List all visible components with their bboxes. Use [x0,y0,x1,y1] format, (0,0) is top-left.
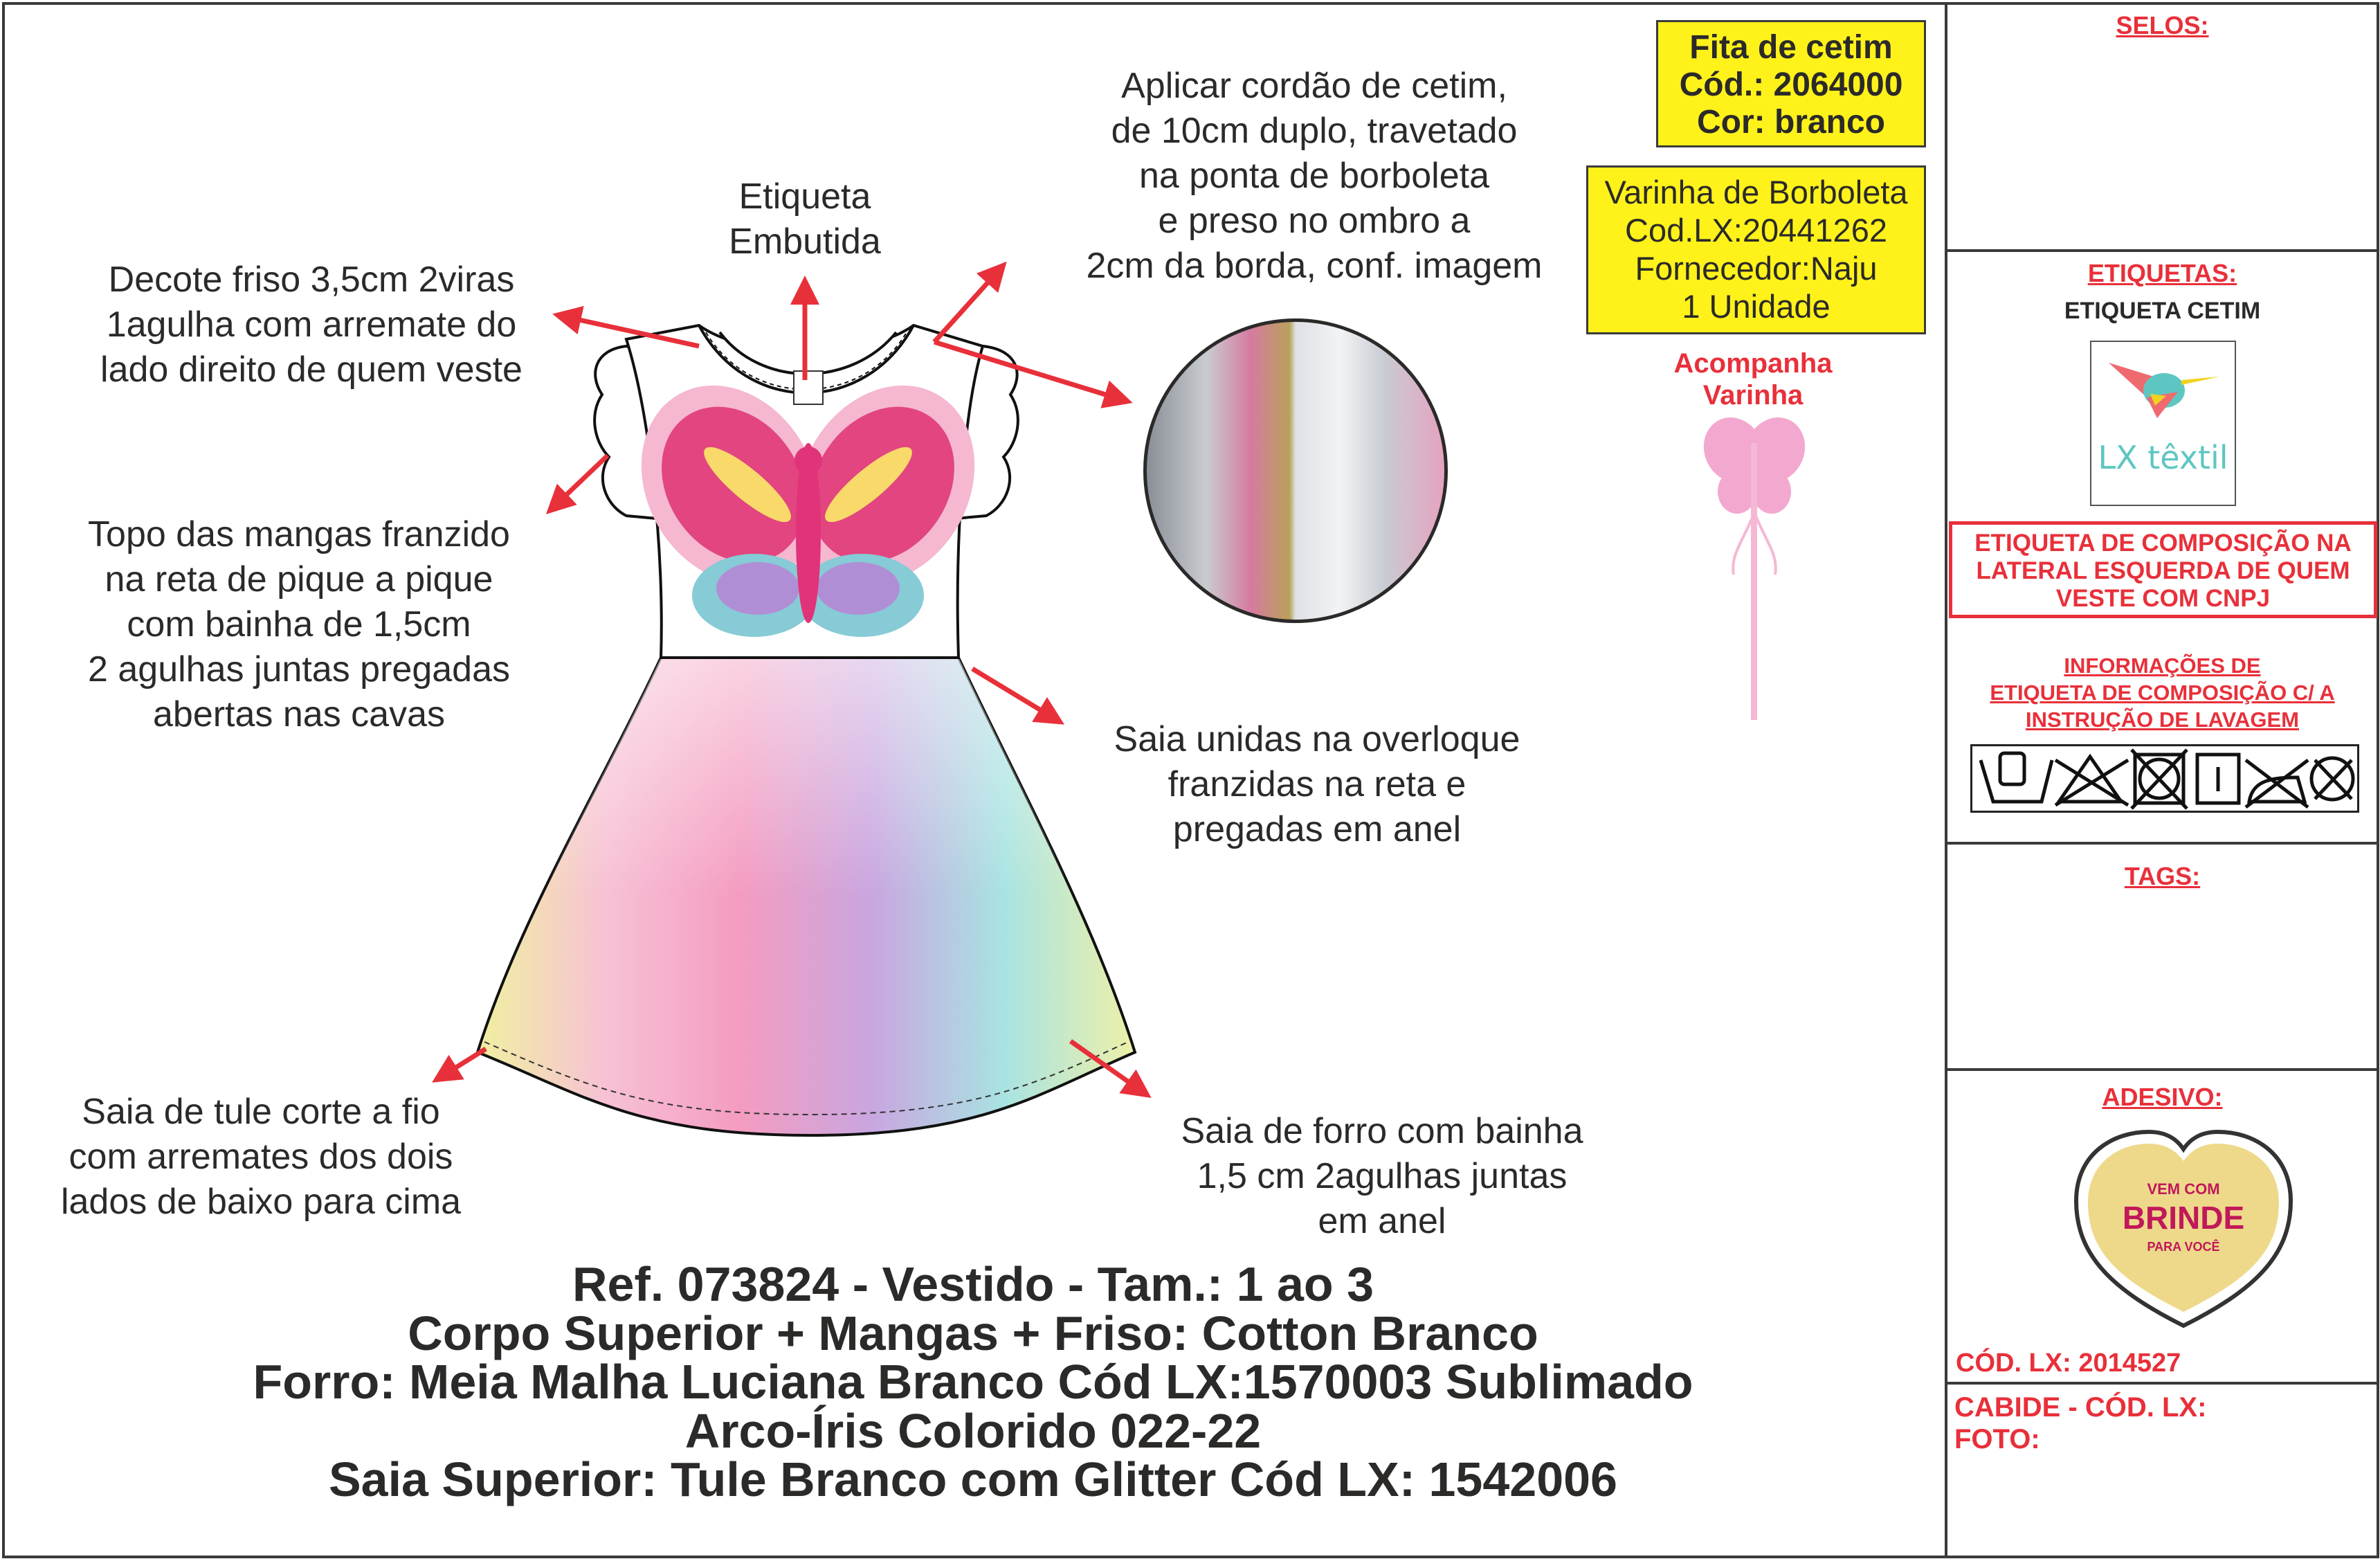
no-iron-icon [2244,759,2309,809]
text-line: na reta de pique a pique [105,559,493,600]
text-line: 1,5 cm 2agulhas juntas [1197,1156,1568,1196]
no-bleach-icon [2054,753,2129,807]
divider [1945,249,2377,252]
text-line: Cor: branco [1696,104,1885,141]
right-panel-divider [1945,2,1947,1558]
annotation-saia-unidas: Saia unidas na overloque franzidas na re… [1114,717,1520,852]
neck-label [793,370,824,405]
no-tumble-dry-icon [2130,748,2188,810]
text-line: franzidas na reta e [1168,764,1466,804]
cabide-label: CABIDE - CÓD. LX: [1954,1392,2207,1423]
butterfly-print [641,385,975,637]
text-line: Cod.LX:20441262 [1625,212,1887,249]
text-line: com bainha de 1,5cm [127,604,471,645]
fita-cetim-box: Fita de cetim Cód.: 2064000 Cor: branco [1656,20,1926,147]
text-line: 2 agulhas juntas pregadas [87,649,511,690]
sticker-text: PARA VOCÊ [2147,1239,2219,1254]
product-title-block: Ref. 073824 - Vestido - Tam.: 1 ao 3 Cor… [0,1260,1946,1504]
text-line: e preso no ombro a [1158,201,1471,241]
title-line: Saia Superior: Tule Branco com Glitter C… [328,1452,1617,1506]
text-line: lados de baixo para cima [60,1182,462,1222]
text-line: de 10cm duplo, travetado [1111,111,1518,151]
text-line: Aplicar cordão de cetim, [1121,66,1507,106]
text-line: 1agulha com arremate do [106,305,517,345]
text-line: Etiqueta [738,177,871,217]
sticker-text: VEM COM [2147,1180,2219,1198]
text-line: Decote friso 3,5cm 2viras [108,260,515,300]
text-line: Varinha de Borboleta [1604,174,1908,210]
butterfly-wand-illustration [1703,417,1806,720]
no-dry-clean-icon [2309,756,2355,802]
text-line: Cód.: 2064000 [1679,66,1903,103]
text-line: Saia de forro com bainha [1181,1111,1583,1151]
text-line: 1 Unidade [1682,288,1831,325]
title-line: Ref. 073824 - Vestido - Tam.: 1 ao 3 [572,1257,1374,1311]
text-line: ETIQUETA DE COMPOSIÇÃO NA [1974,530,2352,557]
sticker-text: BRINDE [2123,1200,2244,1236]
text-line: INFORMAÇÕES DE [2064,654,2261,678]
text-line: com arremates dos dois [69,1137,453,1177]
annotation-saia-forro: Saia de forro com bainha 1,5 cm 2agulhas… [1181,1109,1583,1244]
composicao-notice: ETIQUETA DE COMPOSIÇÃO NA LATERAL ESQUER… [1949,521,2377,618]
text-line: Saia de tule corte a fio [82,1092,440,1132]
varinha-box: Varinha de Borboleta Cod.LX:20441262 For… [1586,165,1926,334]
title-line: Forro: Meia Malha Luciana Branco Cód LX:… [253,1355,1693,1409]
divider [1945,842,2377,845]
brinde-heart-sticker: VEM COM BRINDE PARA VOCÊ [2073,1129,2293,1328]
foto-label: FOTO: [1954,1424,2040,1454]
text-line: Acompanha [1673,348,1833,379]
etiqueta-cetim-label: ETIQUETA CETIM [2064,298,2261,324]
text-line: Fornecedor:Naju [1635,250,1878,287]
annotation-aplicar: Aplicar cordão de cetim, de 10cm duplo, … [1087,64,1543,289]
text-line: na ponta de borboleta [1139,156,1489,196]
hummingbird-icon [2109,363,2219,418]
annotation-arrows [432,261,1152,1099]
text-line: Varinha [1702,380,1804,411]
text-line: em anel [1318,1201,1446,1241]
lx-textil-logo: LX têxtil [2090,341,2236,506]
text-line: Fita de cetim [1689,29,1893,66]
ribbon-detail-photo [1143,318,1448,623]
annotation-etiqueta: Etiqueta Embutida [729,174,881,264]
text-line: Saia unidas na overloque [1114,719,1520,759]
divider [1945,1382,2377,1385]
annotation-topo-mangas: Topo das mangas franzido na reta de piqu… [88,512,510,737]
text-line: abertas nas cavas [152,694,446,735]
divider [1945,1068,2377,1071]
annotation-decote: Decote friso 3,5cm 2viras 1agulha com ar… [100,258,523,393]
text-line: 2cm da borda, conf. imagem [1086,246,1543,286]
hand-wash-icon [1979,751,2054,804]
text-line: ETIQUETA DE COMPOSIÇÃO C/ A [1990,681,2335,705]
text-line: lado direito de quem veste [100,350,523,390]
title-line: Corpo Superior + Mangas + Friso: Cotton … [408,1306,1538,1360]
text-line: INSTRUÇÃO DE LAVAGEM [2026,708,2299,732]
text-line: VESTE COM CNPJ [2055,585,2271,612]
adesivo-heading: ADESIVO: [2102,1083,2223,1111]
annotation-saia-tule: Saia de tule corte a fio com arremates d… [61,1090,461,1225]
line-dry-icon [2195,753,2241,805]
acompanha-varinha-note: Acompanha Varinha [1615,348,1891,411]
dress-illustration [432,261,1806,1137]
text-line: Topo das mangas franzido [88,514,510,555]
text-line: pregadas em anel [1172,809,1462,849]
adesivo-cod-lx: CÓD. LX: 2014527 [1956,1349,2181,1378]
text-line: Embutida [729,222,881,262]
etiquetas-heading: ETIQUETAS: [2087,259,2237,287]
informacoes-heading: INFORMAÇÕES DE ETIQUETA DE COMPOSIÇÃO C/… [1947,652,2377,733]
title-line: Arco-Íris Colorido 022-22 [684,1403,1262,1458]
selos-heading: SELOS: [2116,11,2209,39]
care-symbols [1970,744,2359,813]
text-line: LATERAL ESQUERDA DE QUEM [1976,557,2350,584]
tags-heading: TAGS: [2124,862,2201,890]
cabide-info: CABIDE - CÓD. LX: FOTO: [1954,1391,2206,1455]
logo-text: LX têxtil [2098,439,2228,476]
